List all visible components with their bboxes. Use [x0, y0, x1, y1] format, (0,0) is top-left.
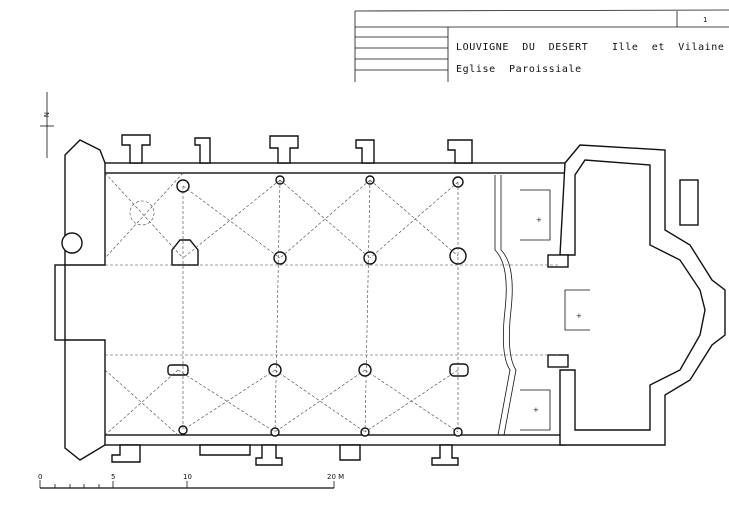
plan-walls [54, 134, 726, 466]
building-name: Eglise Paroissiale [456, 64, 582, 75]
commune-name: LOUVIGNE DU DESERT [456, 42, 588, 53]
scale-label-5: 5 [111, 473, 115, 481]
title-block: 1 LOUVIGNE DU DESERT Ille et Vilaine Egl… [354, 9, 729, 82]
altar-cross-south: + [533, 406, 539, 414]
north-label: N [42, 112, 50, 117]
north-arrow-icon: N [40, 92, 54, 158]
scale-label-10: 10 [183, 473, 192, 481]
scale-bar: 0 5 10 20 M [38, 473, 344, 489]
altar-cross-main: + [576, 312, 582, 320]
department-name: Ille et Vilaine [612, 42, 725, 53]
piers [167, 175, 469, 437]
sheet-number: 1 [703, 16, 708, 24]
vault-ribs: + + + [104, 172, 590, 436]
scale-label-0: 0 [38, 473, 42, 481]
scale-label-20: 20 M [327, 473, 344, 481]
altar-cross-north: + [536, 216, 542, 224]
